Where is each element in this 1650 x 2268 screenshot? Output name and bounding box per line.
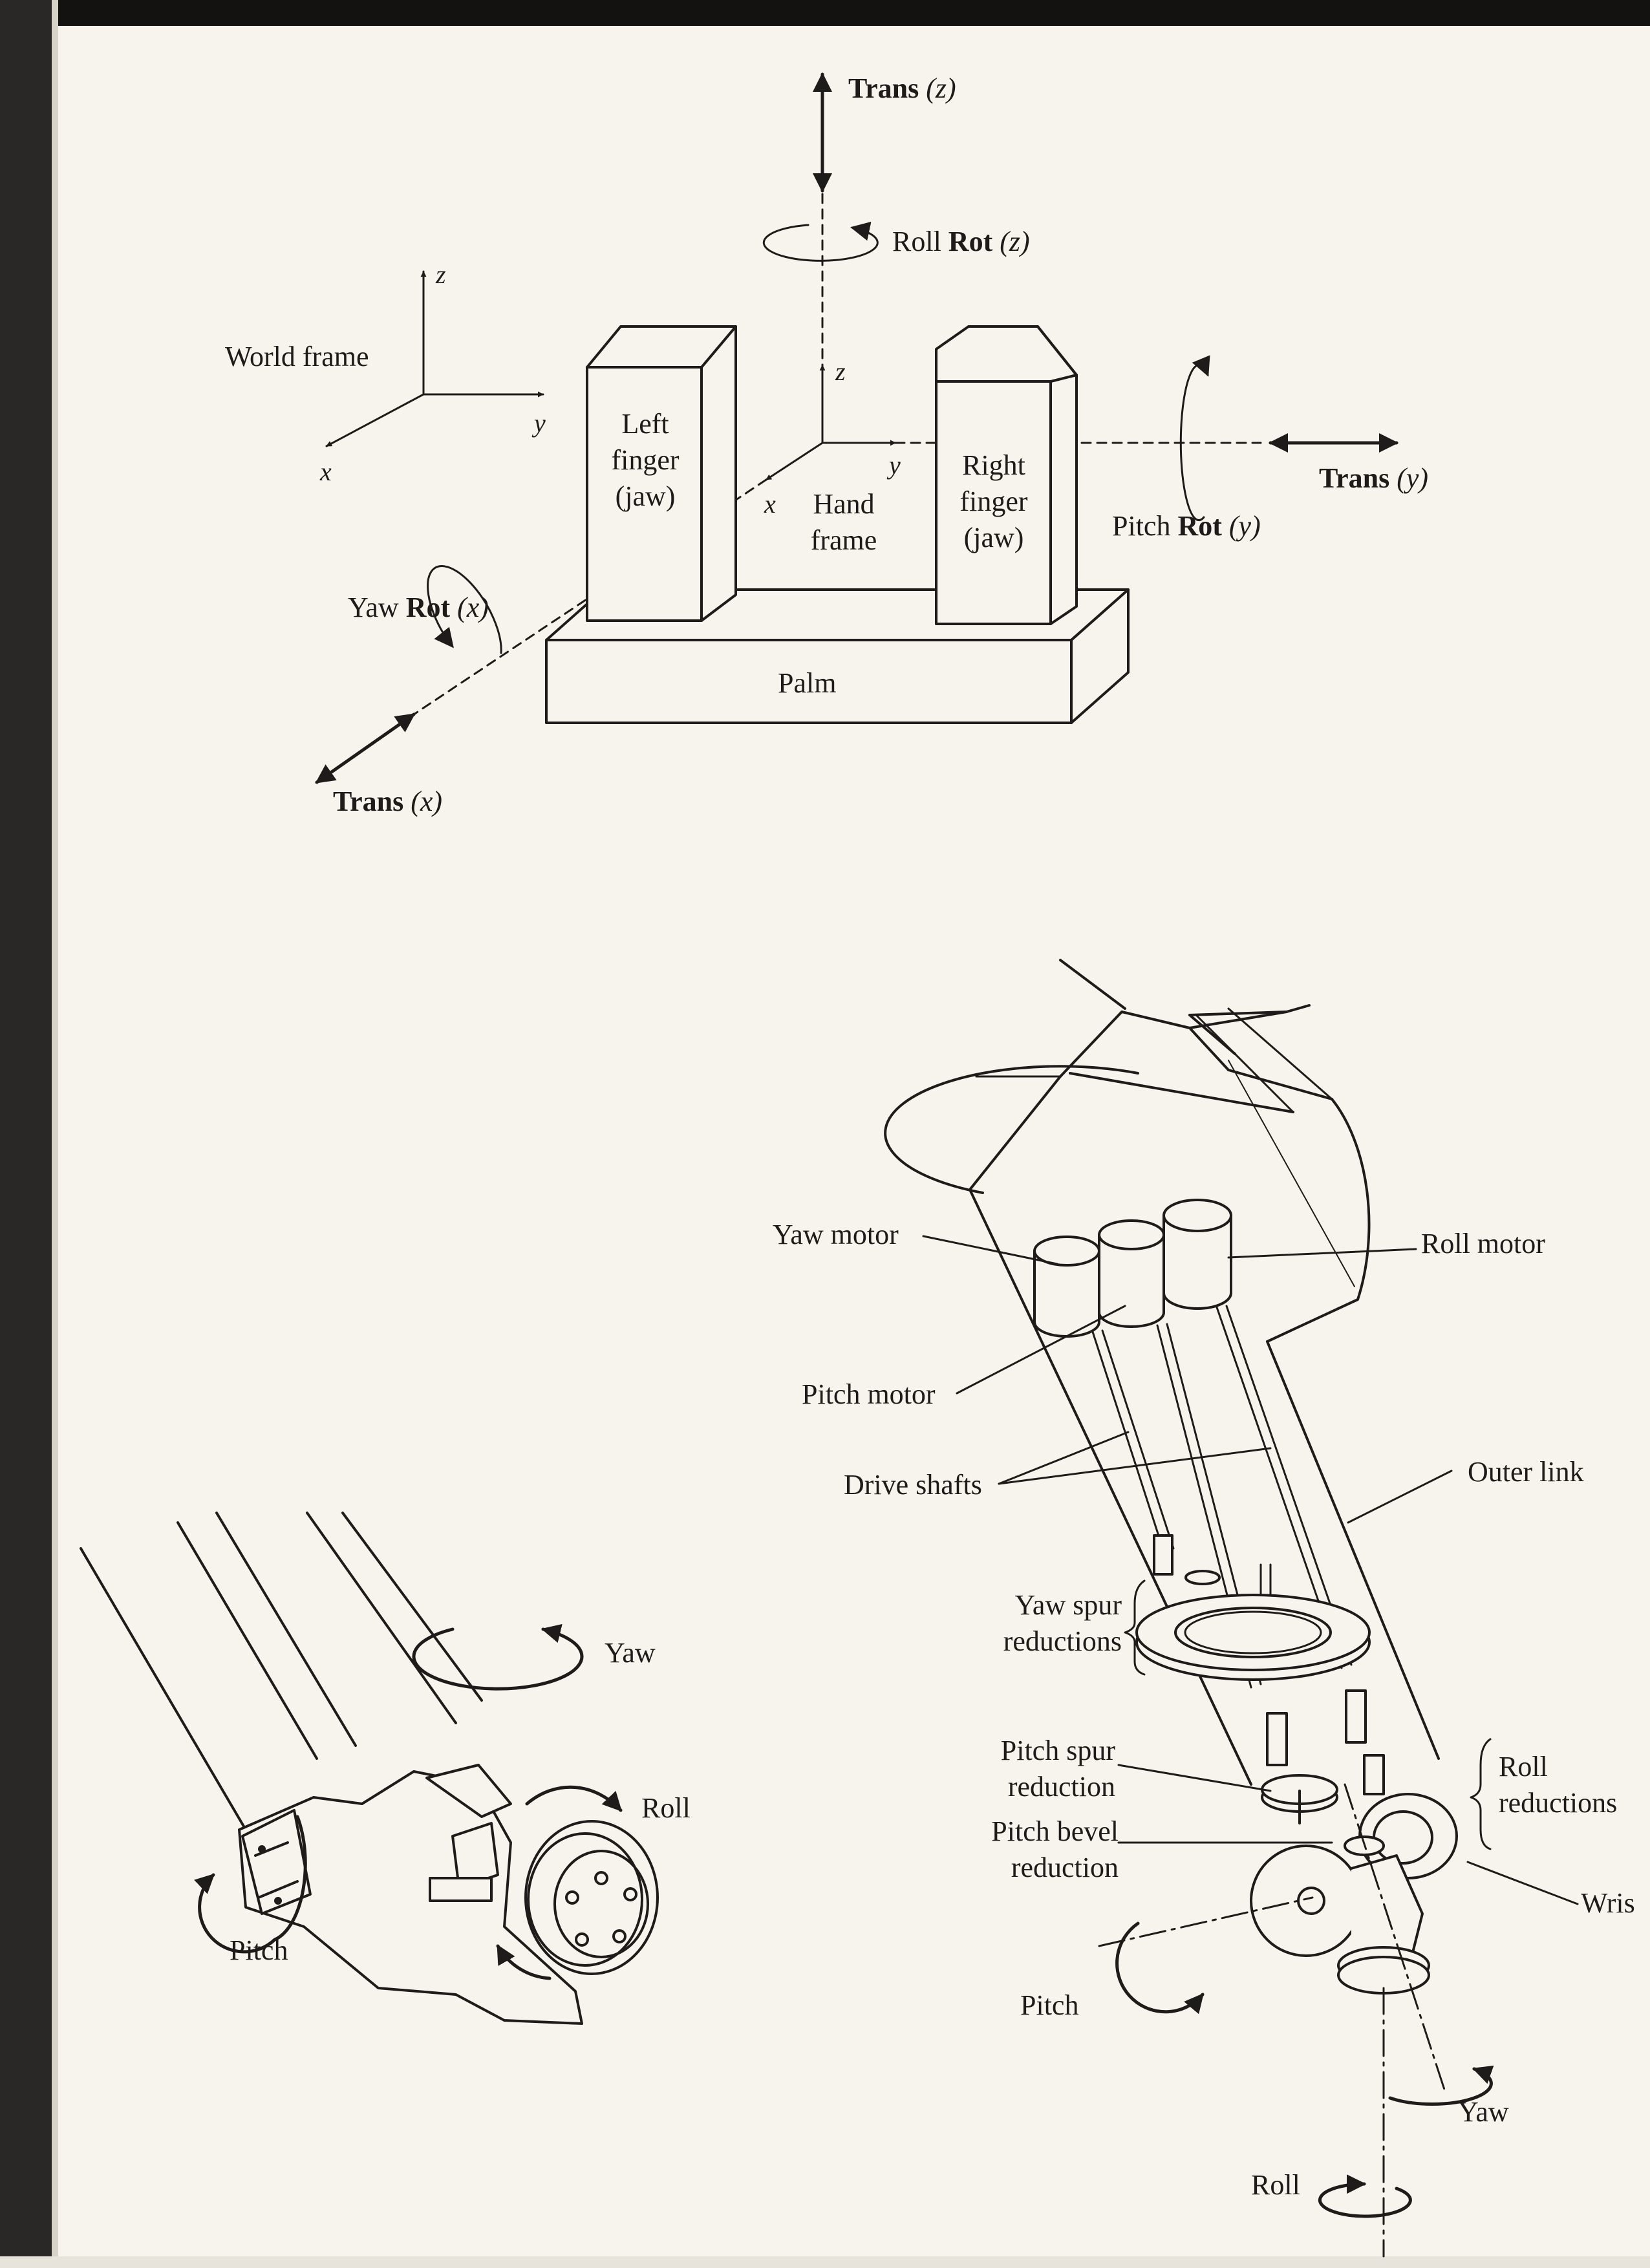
right-finger-label: Right finger (jaw) [959,449,1028,553]
outer-link-label: Outer link [1468,1456,1584,1488]
right-finger-block [935,325,1078,625]
pitch-motor-label: Pitch motor [802,1378,936,1410]
trans-z-label: Trans (z) [848,72,956,104]
trans-y-label: Trans (y) [1319,462,1429,494]
world-frame-axes [325,270,544,447]
yaw-motor-label: Yaw motor [773,1219,899,1250]
mechanism-yaw-label: Yaw [1458,2096,1509,2128]
wrist-sketch-roll-label: Roll [641,1792,691,1824]
trans-x-arrow [315,712,416,784]
wrist-label: Wris [1581,1887,1635,1919]
scan-border-top [0,0,1650,26]
pitch-rot-y-label: Pitch Rot (y) [1112,510,1261,542]
mechanism-roll-label: Roll [1251,2169,1300,2201]
hand-y-label: y [889,451,901,480]
roll-bevel-gear [1344,1793,1458,1879]
world-z-label: z [436,260,446,289]
world-y-label: y [534,409,546,438]
hand-diagram [315,72,1398,784]
scan-border-left-inner [52,0,58,2268]
yaw-rot-x-label: Yaw Rot (x) [348,592,489,623]
roll-rot-z-label: Roll Rot (z) [892,226,1030,257]
wrist-sketch-yaw-label: Yaw [605,1637,656,1669]
yaw-x-rotation-arrow [427,565,502,654]
hand-frame-axes [765,364,897,481]
pitch-bevel-reduction-label: Pitch bevel reduction [991,1815,1119,1883]
world-x-label: x [320,457,332,486]
palm-label: Palm [778,667,837,699]
yaw-spur-gear [1135,1594,1371,1681]
left-finger-label: Left finger (jaw) [611,408,680,512]
wrist-sketch-pitch-arrow [194,1815,307,1954]
wrist-mechanism [884,959,1579,2258]
roll-z-rotation-arrow [762,221,879,262]
palm-block [545,588,1130,724]
hand-z-label: z [835,357,846,386]
motor-cylinders [1033,1199,1232,1338]
wrist-sketch-yaw-arrow [412,1623,584,1691]
scan-border-left [0,0,52,2268]
scan-border-bottom [0,2256,1650,2268]
hand-x-label: x [764,489,776,519]
wrist-sketch [80,1512,659,2025]
wrist-sketch-pitch-label: Pitch [230,1934,288,1966]
trans-x-label: Trans (x) [333,786,443,817]
hand-frame-label: Hand frame [810,488,877,556]
pitch-joint [1250,1845,1430,1995]
pitch-spur-reduction-label: Pitch spur reduction [1000,1735,1115,1803]
mechanism-roll-arrow [1318,2174,1412,2218]
pitch-y-rotation-arrow [1179,355,1210,522]
wrist-sketch-roll-arrow [525,1785,623,1812]
mechanism-pitch-label: Pitch [1020,1989,1079,2021]
mechanism-yaw-arrow [1388,2065,1494,2106]
roll-reductions-label: Roll reductions [1499,1751,1618,1819]
drive-shafts-label: Drive shafts [844,1469,982,1501]
world-frame-label: World frame [225,341,369,372]
yaw-spur-reductions-label: Yaw spur reductions [1003,1589,1122,1657]
pitch-spur-gear [1261,1774,1338,1824]
leader-lines [922,1235,1579,1905]
mechanism-pitch-arrow [1115,1921,1205,2015]
left-finger-block [586,325,737,622]
roll-motor-label: Roll motor [1421,1228,1545,1259]
